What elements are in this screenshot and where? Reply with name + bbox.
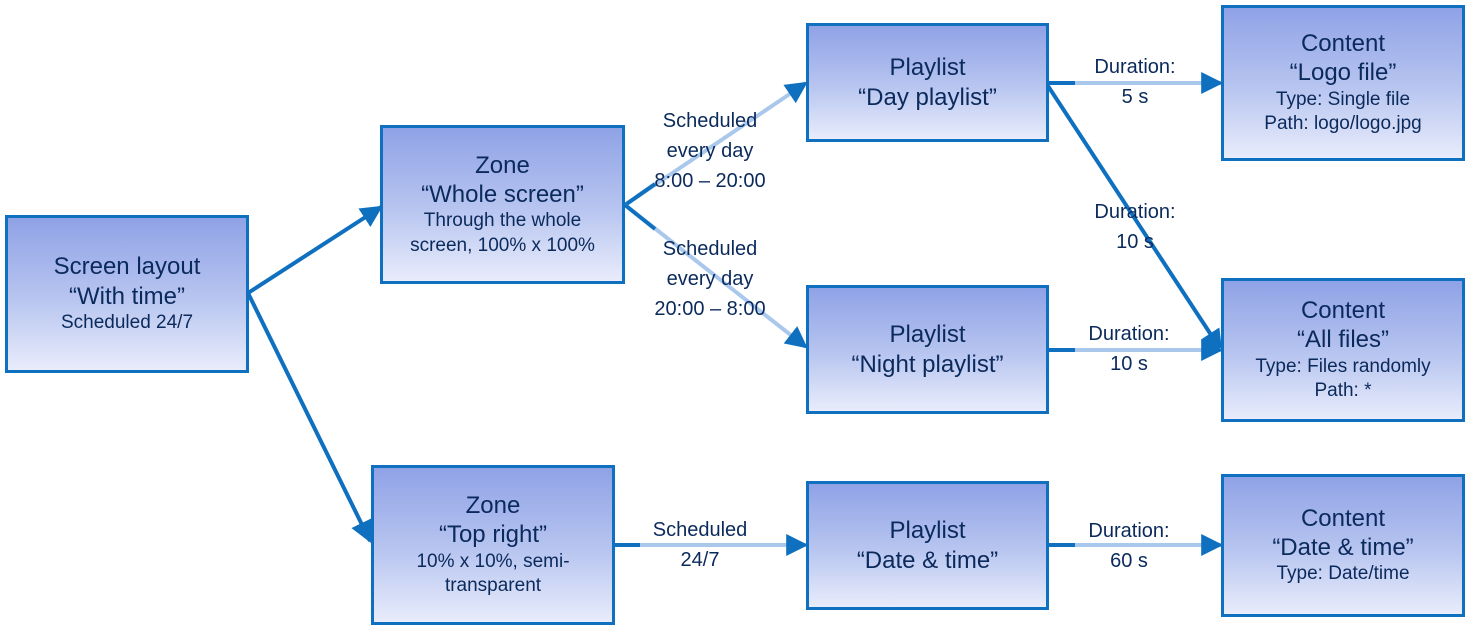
node-detail: Type: Date/time	[1276, 563, 1410, 585]
edge-label-line: 5 s	[1121, 86, 1149, 108]
node-title: Content	[1300, 297, 1386, 325]
node-title: Playlist	[889, 54, 966, 82]
edge-label-line: every day	[666, 140, 754, 162]
node-playlist-day: Playlist “Day playlist”	[806, 23, 1049, 142]
edge-label-day-schedule: Scheduled every day 8:00 – 20:00	[640, 106, 780, 196]
node-detail: transparent	[444, 575, 542, 597]
node-name: “Day playlist”	[858, 83, 997, 111]
edge-label-datetime-to-content: Duration: 60 s	[1074, 516, 1184, 576]
edge-label-line: Duration:	[1088, 323, 1170, 345]
edge-label-line: Duration:	[1094, 201, 1176, 223]
node-name: “Night playlist”	[851, 350, 1004, 378]
node-name: “Date & time”	[1272, 534, 1414, 562]
node-title: Content	[1300, 30, 1386, 58]
edge-label-line: 10 s	[1116, 231, 1154, 253]
edge-label-line: Duration:	[1094, 56, 1176, 78]
edge-label-night-schedule: Scheduled every day 20:00 – 8:00	[640, 234, 780, 324]
node-content-datetime: Content “Date & time” Type: Date/time	[1221, 474, 1465, 617]
edge-label-line: Scheduled	[662, 238, 758, 260]
node-title: Playlist	[889, 321, 966, 349]
node-zone-top-right: Zone “Top right” 10% x 10%, semi- transp…	[371, 465, 615, 625]
node-detail: Path: *	[1314, 380, 1372, 402]
node-detail: Path: logo/logo.jpg	[1264, 113, 1422, 135]
edge-label-top-right-schedule: Scheduled 24/7	[636, 515, 764, 575]
node-name: “Top right”	[438, 521, 548, 549]
node-title: Zone	[465, 492, 521, 520]
node-content-all-files: Content “All files” Type: Files randomly…	[1221, 278, 1465, 422]
node-playlist-night: Playlist “Night playlist”	[806, 285, 1049, 414]
node-title: Content	[1300, 504, 1386, 532]
arrow-layout-to-whole-screen	[246, 205, 383, 295]
node-detail: Type: Files randomly	[1255, 355, 1431, 377]
edge-label-line: 24/7	[680, 549, 720, 571]
node-name: “With time”	[69, 282, 185, 310]
node-zone-whole-screen: Zone “Whole screen” Through the whole sc…	[380, 125, 625, 284]
node-screen-layout: Screen layout “With time” Scheduled 24/7	[5, 215, 249, 373]
arrow-layout-to-top-right	[246, 292, 372, 543]
node-name: “Whole screen”	[421, 180, 584, 208]
node-detail: 10% x 10%, semi-	[416, 550, 570, 572]
edge-label-line: 8:00 – 20:00	[654, 170, 766, 192]
node-playlist-datetime: Playlist “Date & time”	[806, 481, 1049, 610]
node-name: “Logo file”	[1289, 59, 1397, 87]
edge-label-line: every day	[666, 268, 754, 290]
node-title: Screen layout	[53, 253, 201, 281]
node-detail: Scheduled 24/7	[60, 311, 194, 333]
edge-label-line: Scheduled	[662, 110, 758, 132]
edge-label-line: Duration:	[1088, 520, 1170, 542]
node-name: “All files”	[1296, 326, 1389, 354]
edge-label-line: 60 s	[1110, 550, 1148, 572]
arrow-day-to-all-files	[1046, 84, 1223, 352]
node-detail: Through the whole	[423, 210, 582, 232]
edge-label-line: 20:00 – 8:00	[654, 298, 766, 320]
node-title: Playlist	[889, 517, 966, 545]
node-content-logo: Content “Logo file” Type: Single file Pa…	[1221, 5, 1465, 161]
node-title: Zone	[475, 151, 530, 179]
node-name: “Date & time”	[856, 546, 999, 574]
edge-label-line: Scheduled	[652, 519, 748, 541]
node-detail: Type: Single file	[1275, 88, 1411, 110]
edge-label-night-to-all-files: Duration: 10 s	[1074, 319, 1184, 379]
node-detail: screen, 100% x 100%	[410, 234, 595, 256]
edge-label-day-to-logo: Duration: 5 s	[1080, 52, 1190, 112]
edge-label-day-to-all-files: Duration: 10 s	[1080, 197, 1190, 257]
edge-label-line: 10 s	[1110, 353, 1148, 375]
